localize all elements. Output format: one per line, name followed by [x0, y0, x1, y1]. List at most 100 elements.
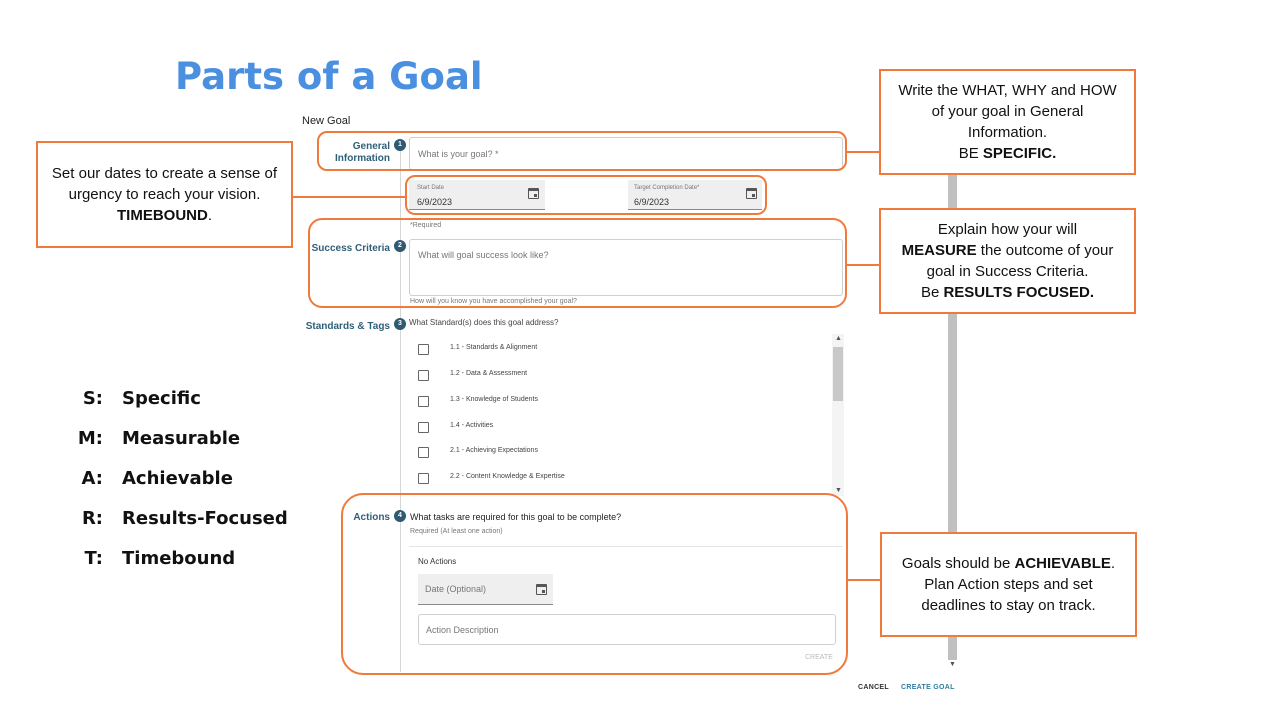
measure-bold: MEASURE	[901, 242, 977, 259]
calendar-icon[interactable]	[536, 584, 547, 595]
required-note: *Required	[410, 222, 442, 229]
measure-text: Explain how your will MEASURE the outcom…	[891, 219, 1124, 303]
scroll-down-icon[interactable]: ▼	[949, 661, 956, 668]
smart-word: Results-Focused	[122, 507, 288, 529]
checkbox[interactable]	[418, 344, 429, 355]
smart-item: A: Achievable	[63, 458, 288, 498]
achievable-callout: Goals should be ACHIEVABLE. Plan Action …	[880, 532, 1137, 637]
achievable-line2: Plan Action steps and set deadlines to s…	[921, 576, 1096, 614]
create-action-button[interactable]: CREATE	[805, 654, 833, 661]
standards-question: What Standard(s) does this goal address?	[409, 318, 559, 327]
standards-scroll-thumb[interactable]	[833, 347, 843, 401]
specific-line2: BE SPECIFIC.	[891, 143, 1124, 164]
measure-pre2: Be	[920, 284, 944, 301]
scroll-up-icon[interactable]: ▲	[835, 335, 842, 342]
actions-divider	[409, 546, 843, 547]
step-divider	[400, 145, 401, 672]
smart-letter: R:	[81, 507, 103, 529]
specific-callout: Write the WHAT, WHY and HOW of your goal…	[879, 69, 1136, 175]
achievable-connector	[847, 579, 881, 581]
page-scrollbar[interactable]	[948, 170, 957, 532]
smart-letter: M:	[77, 427, 103, 449]
page-scrollbar-lower[interactable]	[948, 636, 957, 660]
timebound-callout: Set our dates to create a sense of urgen…	[36, 141, 293, 248]
achievable-after: .	[1110, 555, 1116, 572]
step-1-badge: 1	[394, 139, 406, 151]
standards-label: Standards & Tags	[305, 321, 390, 332]
general-label-line2: Information	[335, 153, 390, 164]
target-date-caption: Target Completion Date*	[634, 185, 700, 191]
action-description-input[interactable]: Action Description	[418, 614, 836, 645]
calendar-icon[interactable]	[746, 188, 757, 199]
success-criteria-input[interactable]: What will goal success look like?	[409, 239, 843, 296]
specific-body: Write the WHAT, WHY and HOW of your goal…	[898, 82, 1117, 141]
smart-list: S: Specific M: Measurable A: Achievable …	[63, 378, 288, 578]
achievable-pre: Goals should be	[901, 555, 1015, 572]
standard-option-label: 1.2 - Data & Assessment	[450, 370, 528, 377]
specific-connector	[846, 151, 880, 153]
smart-word: Measurable	[122, 427, 241, 449]
smart-item: M: Measurable	[63, 418, 288, 458]
achievable-line1: Goals should be ACHIEVABLE.	[898, 553, 1119, 574]
standard-option-label: 1.1 - Standards & Alignment	[450, 344, 538, 351]
achievable-bold: ACHIEVABLE	[1014, 555, 1111, 572]
smart-item: S: Specific	[63, 378, 288, 418]
measure-pre: Explain how your will	[937, 221, 1078, 238]
success-placeholder: What will goal success look like?	[418, 250, 549, 260]
smart-letter: T:	[84, 547, 104, 569]
actions-label: Actions	[353, 512, 390, 523]
step-3-badge: 3	[394, 318, 406, 330]
action-description-placeholder: Action Description	[426, 625, 499, 635]
create-goal-button[interactable]: CREATE GOAL	[901, 684, 955, 691]
start-date-field[interactable]: Start Date 6/9/2023	[409, 180, 545, 210]
smart-word: Timebound	[122, 547, 236, 569]
target-date-field[interactable]: Target Completion Date* 6/9/2023	[628, 180, 762, 210]
timebound-after: .	[207, 207, 212, 224]
checkbox[interactable]	[418, 473, 429, 484]
timebound-text: Set our dates to create a sense of urgen…	[46, 163, 283, 226]
measure-line3: Be RESULTS FOCUSED.	[891, 282, 1124, 303]
checkbox[interactable]	[418, 396, 429, 407]
timebound-connector	[293, 196, 406, 198]
goal-input-placeholder: What is your goal? *	[418, 149, 499, 159]
cancel-button[interactable]: CANCEL	[858, 684, 889, 691]
step-4-badge: 4	[394, 510, 406, 522]
timebound-bold: TIMEBOUND	[117, 207, 208, 224]
smart-word: Specific	[122, 387, 201, 409]
standard-option-label: 2.1 - Achieving Expectations	[450, 447, 538, 454]
dates-highlight	[405, 175, 767, 215]
target-date-value: 6/9/2023	[634, 197, 670, 207]
goal-input[interactable]: What is your goal? *	[409, 137, 843, 170]
measure-callout: Explain how your will MEASURE the outcom…	[879, 208, 1136, 314]
measure-mid: the outcome of your goal in Success Crit…	[926, 242, 1114, 280]
start-date-caption: Start Date	[417, 185, 445, 191]
standard-option-label: 1.4 - Activities	[450, 422, 494, 429]
smart-item: T: Timebound	[63, 538, 288, 578]
success-highlight	[308, 218, 847, 308]
no-actions-text: No Actions	[418, 557, 457, 566]
action-date-field[interactable]: Date (Optional)	[418, 574, 553, 605]
scroll-down-icon[interactable]: ▼	[835, 487, 842, 494]
step-2-badge: 2	[394, 240, 406, 252]
actions-highlight	[341, 493, 848, 675]
action-date-placeholder: Date (Optional)	[425, 584, 487, 594]
measure-line2: MEASURE the outcome of your goal in Succ…	[891, 240, 1124, 282]
success-hint: How will you know you have accomplished …	[410, 298, 577, 305]
actions-question: What tasks are required for this goal to…	[410, 512, 622, 522]
smart-letter: S:	[82, 387, 103, 409]
timebound-body: Set our dates to create a sense of urgen…	[51, 165, 278, 203]
slide-title: Parts of a Goal	[175, 55, 483, 98]
specific-pre: BE	[958, 145, 983, 162]
standard-option-label: 1.3 - Knowledge of Students	[450, 396, 538, 403]
success-criteria-label: Success Criteria	[311, 243, 390, 254]
smart-item: R: Results-Focused	[63, 498, 288, 538]
checkbox[interactable]	[418, 422, 429, 433]
actions-required: Required (At least one action)	[410, 528, 503, 535]
general-info-highlight	[317, 131, 847, 171]
checkbox[interactable]	[418, 447, 429, 458]
achievable-text: Goals should be ACHIEVABLE. Plan Action …	[898, 553, 1119, 616]
checkbox[interactable]	[418, 370, 429, 381]
measure-bold2: RESULTS FOCUSED.	[943, 284, 1095, 301]
specific-bold: SPECIFIC.	[982, 145, 1057, 162]
calendar-icon[interactable]	[528, 188, 539, 199]
